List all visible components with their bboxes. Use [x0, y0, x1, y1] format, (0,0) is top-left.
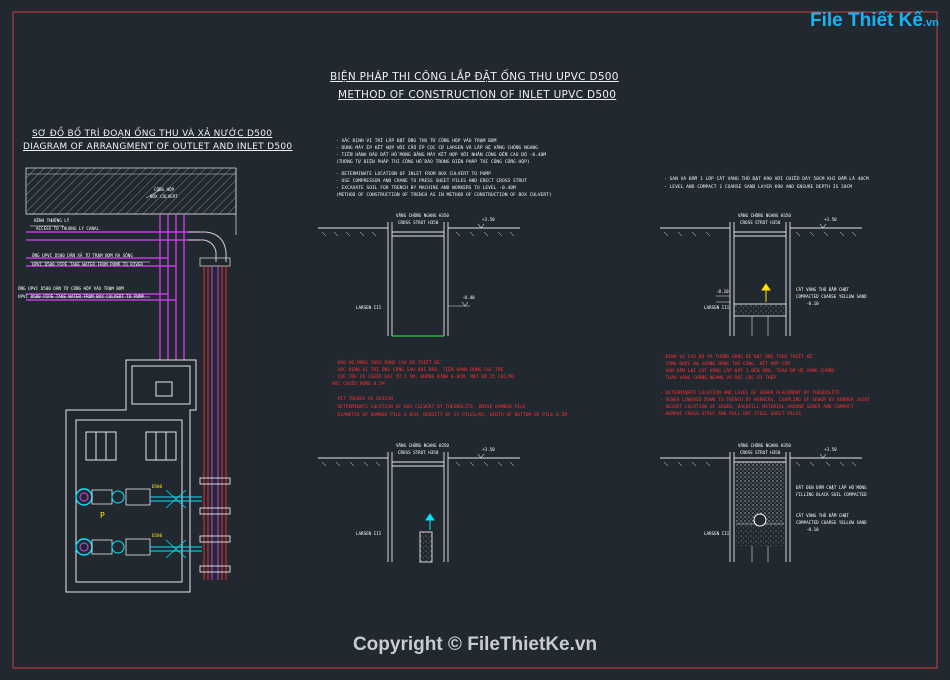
section-d-larsen: LARSEN III [704, 531, 730, 536]
pipe-bottom-label: D500 [152, 533, 163, 538]
main-title-vi: BIỆN PHÁP THI CÔNG LẮP ĐẶT ỐNG THU UPVC … [330, 71, 619, 83]
section-b-sand-en: COMPACTED COARSE YELLOW SAND [796, 294, 867, 299]
section-c-strut: VĂNG CHỐNG NGANG H350 [396, 443, 449, 448]
section-a-strut-en: CROSS STRUT H350 [398, 220, 439, 225]
section-d-strut: VĂNG CHỐNG NGANG H350 [738, 443, 791, 448]
section-d-sand-en: COMPACTED COARSE YELLOW SAND [796, 520, 867, 525]
inlet-label-en: UPVC D500 PIPE TAKE WATER FROM BOX CULVE… [18, 294, 145, 299]
section-c [318, 452, 520, 563]
section-a-larsen: LARSEN III [356, 305, 382, 310]
pump-upper [75, 488, 202, 509]
section-d-level: -0.10 [806, 527, 819, 532]
brand-logo: File Thiết Kế.vn [810, 10, 939, 31]
pipe-top-label: D500 [152, 484, 163, 489]
pump-mark: P [100, 511, 105, 520]
left-title-en: DIAGRAM OF ARRANGMENT OF OUTLET AND INLE… [23, 142, 293, 152]
section-d-level-top: +3.50 [824, 447, 837, 452]
section-b-strut-en: CROSS STRUT H350 [740, 220, 781, 225]
section-b-level-2: -0.10 [806, 301, 819, 306]
section-d-fill-en: FILLING BLACK SOIL COMPACTED [796, 492, 867, 497]
section-a [318, 222, 520, 337]
box-culvert-label-vi: CỐNG HỘP [154, 187, 175, 192]
outlet-label-vi: ỐNG UPVC D500 DẪN XẢ TỪ TRẠM BƠM RA SÔNG [32, 253, 133, 258]
canal-label-vi: KÊNH THƯỜNG LÝ [34, 218, 70, 223]
section-b-strut: VĂNG CHỐNG NGANG H350 [738, 213, 791, 218]
section-c-level-top: +3.50 [482, 447, 495, 452]
section-a-level: -0.40 [462, 295, 475, 300]
section-b-level: -0.10 [716, 289, 729, 294]
outlet-label-en: UPVC D500 PIPE TAKE WATER FROM PUMP TO R… [32, 262, 143, 267]
section-d [660, 452, 862, 562]
inlet-label-vi: ỐNG UPVC D500 DẪN TỪ CỐNG HỘP VÀO TRẠM B… [18, 286, 124, 291]
main-title-en: METHOD OF CONSTRUCTION OF INLET UPVC D50… [338, 89, 617, 101]
pump-lower [75, 538, 202, 559]
box-culvert [25, 167, 237, 215]
left-title-vi: SƠ ĐỒ BỐ TRÍ ĐOẠN ỐNG THU VÀ XẢ NƯỚC D50… [32, 129, 273, 139]
section-d-sand-vi: CÁT VÀNG THÔ ĐẦM CHẶT [796, 513, 849, 518]
section-b-sand-vi: CÁT VÀNG THÔ ĐẦM CHẶT [796, 287, 849, 292]
section-c-strut-en: CROSS STRUT H350 [398, 450, 439, 455]
drawing-border [12, 11, 938, 669]
arrangement-diagram [25, 167, 237, 593]
section-d-fill-vi: ĐẤT ĐEN ĐẦM CHẶT LẤP HỐ MÓNG [796, 485, 867, 490]
section-c-larsen: LARSEN III [356, 531, 382, 536]
section-b [660, 222, 862, 336]
pump-house [65, 359, 197, 593]
section-d-strut-en: CROSS STRUT H350 [740, 450, 781, 455]
section-b-level-top: +3.50 [824, 217, 837, 222]
section-b-larsen: LARSEN III [704, 305, 730, 310]
copyright-watermark: Copyright © FileThietKe.vn [352, 634, 598, 655]
canal-label-en: ACCESS TO THUONG LY CANAL [36, 226, 100, 231]
box-culvert-label-en: BOX CULVERT [150, 194, 178, 199]
section-a-level-top: +3.50 [482, 217, 495, 222]
section-a-strut: VĂNG CHỐNG NGANG H350 [396, 213, 449, 218]
